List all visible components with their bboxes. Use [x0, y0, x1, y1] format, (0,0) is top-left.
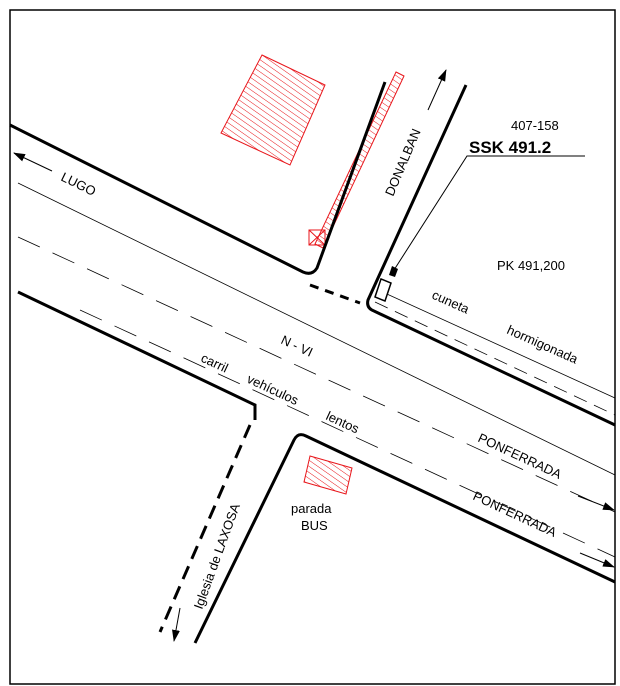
road-north-edge	[9, 81, 387, 275]
map-border	[9, 9, 616, 685]
label-ponferrada-2: PONFERRADA	[471, 488, 559, 540]
hatched-building-area	[220, 54, 326, 166]
label-donalban: DONALBAN	[382, 126, 424, 198]
iglesia-road-edge	[158, 424, 252, 633]
lane-line-thin-south	[79, 309, 616, 558]
road-north-edge-east	[366, 84, 616, 427]
label-carril: carril	[199, 350, 231, 376]
label-parada: parada	[291, 501, 332, 516]
arrow-right-icon-2	[579, 552, 615, 568]
label-pk: PK 491,200	[497, 258, 565, 273]
ditch-line-2	[374, 301, 616, 416]
label-road-nvi: N - VI	[279, 332, 315, 360]
dashed-crossing	[309, 283, 361, 305]
hatched-pole-box	[308, 229, 326, 246]
label-ssk: SSK 491.2	[469, 138, 551, 157]
label-code: 407-158	[511, 118, 559, 133]
arrow-left-icon	[13, 152, 53, 172]
road-south-edge-east	[193, 433, 616, 644]
bus-stop-shelter	[303, 455, 353, 495]
label-cuneta: cuneta	[430, 287, 472, 317]
arrow-down-icon	[172, 607, 181, 642]
ditch-line-1	[377, 289, 616, 399]
signpost-icon	[374, 278, 392, 302]
hatched-sidewalk-strip	[314, 71, 405, 249]
label-lugo: LUGO	[59, 169, 99, 199]
signpost-icon-head	[389, 266, 398, 277]
road-south-edge-west	[17, 290, 257, 420]
arrow-right-icon	[577, 495, 615, 511]
label-lentos: lentos	[324, 408, 362, 436]
label-bus: BUS	[301, 518, 328, 533]
label-iglesia: Iglesia de LAXOSA	[191, 501, 243, 611]
pole-box-cross-2	[308, 229, 326, 246]
lane-line-thin-mid	[17, 236, 616, 513]
label-ponferrada-1: PONFERRADA	[476, 430, 564, 482]
label-hormigonada: hormigonada	[505, 322, 581, 367]
arrow-up-icon	[427, 69, 447, 111]
lane-line-thin-north	[17, 182, 616, 476]
sign-leader-line	[393, 155, 585, 271]
